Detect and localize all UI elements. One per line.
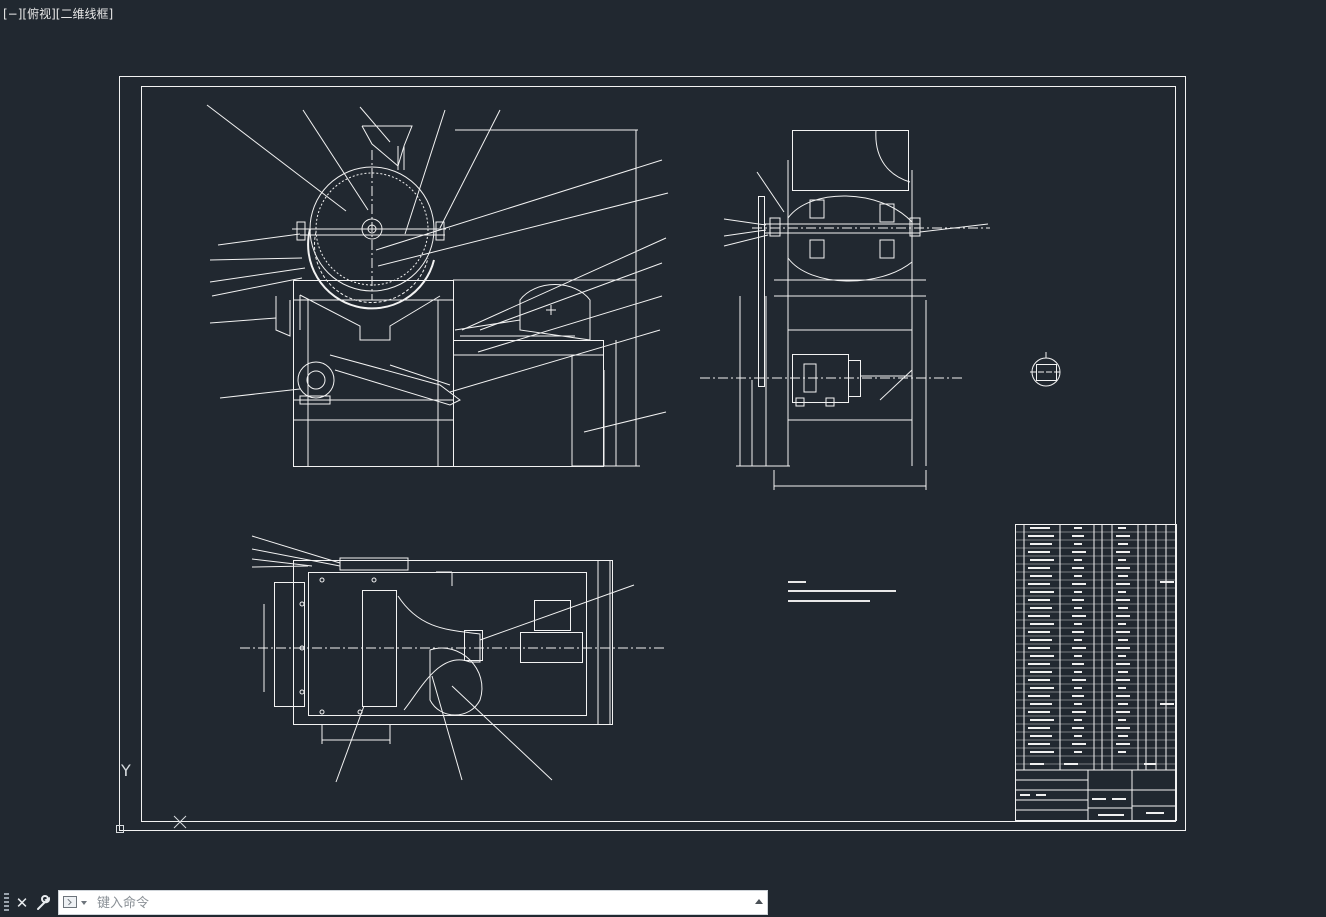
ucs-y-axis-label: Y (120, 761, 131, 780)
ucs-icon (116, 815, 187, 833)
parts-list-rows (1015, 531, 1176, 765)
command-line-bar: ✕ (0, 889, 1326, 916)
sheet-inner-border (141, 86, 1176, 822)
top-view (240, 535, 666, 783)
drawing-canvas[interactable]: Y (0, 0, 1326, 888)
front-view (206, 104, 669, 467)
tech-notes (788, 581, 896, 602)
command-input-box[interactable] (58, 890, 768, 915)
wrench-icon[interactable] (34, 892, 54, 914)
command-prompt-icon[interactable] (63, 896, 77, 908)
side-view (700, 129, 990, 490)
chevron-up-icon[interactable] (755, 899, 763, 904)
parts-list (1015, 524, 1177, 821)
close-icon[interactable]: ✕ (15, 894, 29, 912)
viewport-controls-label[interactable]: [−][俯视][二维线框] (3, 7, 114, 21)
parts-list-text-marks (1020, 527, 1174, 816)
detail-view (1030, 352, 1062, 387)
sheet-outer-border (119, 76, 1186, 831)
grip-handle[interactable] (4, 893, 9, 913)
chevron-down-icon[interactable] (81, 901, 87, 905)
command-input[interactable] (95, 893, 739, 914)
